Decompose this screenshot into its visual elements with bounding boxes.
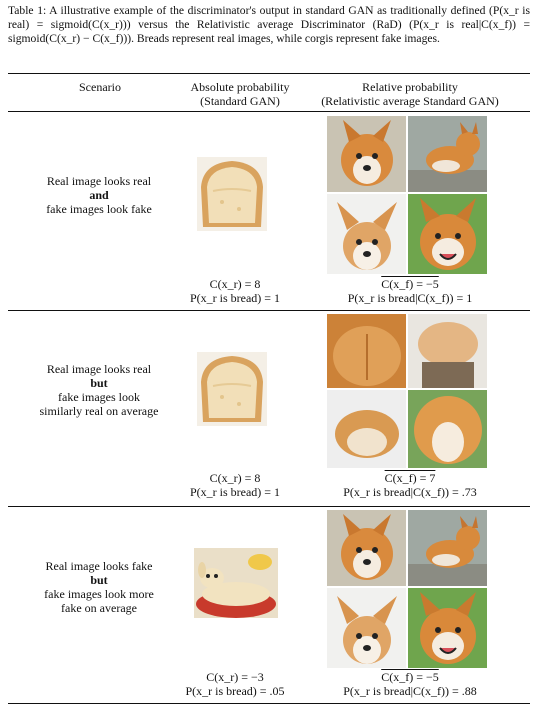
- corgi-image-row-1-a: [327, 116, 406, 192]
- bread-image-row-2: [197, 352, 267, 426]
- header-rule: [8, 111, 530, 112]
- abs-formula-row-1: C(x_r) = 8 P(x_r is bread) = 1: [189, 277, 281, 305]
- scenario-row-1: Real image looks real and fake images lo…: [46, 174, 152, 216]
- row-divider-2: [8, 506, 530, 507]
- row-divider-1: [8, 310, 530, 311]
- scenario-row-2: Real image looks real but fake images lo…: [39, 362, 159, 418]
- table-top-rule: [8, 73, 530, 75]
- header-scenario: Scenario: [79, 80, 121, 94]
- corgi-image-row-3-d: [408, 588, 487, 668]
- rel-formula-row-1: C(x_f) = −5 P(x_r is bread|C(x_f)) = 1: [347, 277, 473, 305]
- table-bottom-rule: [8, 703, 530, 705]
- corgi-butt-image-row-2-d: [408, 390, 487, 468]
- corgi-image-row-3-a: [327, 510, 406, 586]
- header-absolute: Absolute probability (Standard GAN): [190, 80, 290, 108]
- rel-formula-row-3: C(x_f) = −5 P(x_r is bread|C(x_f)) = .88: [343, 670, 477, 698]
- corgi-butt-image-row-2-a: [327, 314, 406, 388]
- corgi-image-row-1-b: [408, 116, 487, 192]
- dog-bread-image-row-3: [194, 548, 278, 618]
- header-relative: Relative probability (Relativistic avera…: [321, 80, 499, 108]
- corgi-image-row-1-d: [408, 194, 487, 274]
- scenario-row-3: Real image looks fake but fake images lo…: [44, 559, 154, 615]
- corgi-butt-image-row-2-b: [408, 314, 487, 388]
- bread-image-row-1: [197, 157, 267, 231]
- abs-formula-row-2: C(x_r) = 8 P(x_r is bread) = 1: [189, 471, 281, 499]
- corgi-image-row-1-c: [327, 194, 406, 274]
- corgi-butt-image-row-2-c: [327, 390, 406, 468]
- abs-formula-row-3: C(x_r) = −3 P(x_r is bread) = .05: [185, 670, 285, 698]
- corgi-image-row-3-c: [327, 588, 406, 668]
- rel-formula-row-2: C(x_f) = 7 P(x_r is bread|C(x_f)) = .73: [343, 471, 477, 499]
- corgi-image-row-3-b: [408, 510, 487, 586]
- table-caption: Table 1: A illustrative example of the d…: [8, 4, 530, 45]
